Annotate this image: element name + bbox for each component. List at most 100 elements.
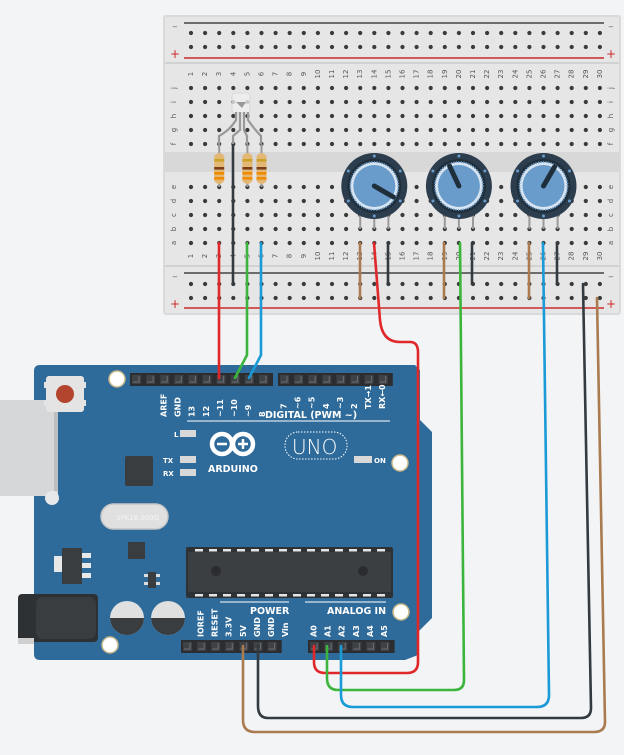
breadboard-hole[interactable] [569, 113, 574, 119]
breadboard-hole[interactable] [344, 99, 349, 105]
breadboard-hole[interactable] [485, 127, 490, 133]
breadboard-hole[interactable] [541, 141, 546, 147]
rail-hole[interactable] [372, 44, 377, 50]
breadboard-hole[interactable] [541, 113, 546, 119]
breadboard-hole[interactable] [188, 113, 194, 119]
rail-hole[interactable] [273, 295, 278, 301]
rail-hole[interactable] [344, 30, 349, 36]
breadboard-hole[interactable] [428, 226, 433, 232]
breadboard-hole[interactable] [344, 141, 349, 147]
rail-hole[interactable] [428, 281, 433, 287]
breadboard-hole[interactable] [569, 99, 574, 105]
breadboard-hole[interactable] [386, 99, 391, 105]
breadboard-hole[interactable] [329, 198, 335, 204]
breadboard-hole[interactable] [414, 85, 419, 91]
breadboard-hole[interactable] [315, 127, 320, 133]
breadboard-hole[interactable] [287, 184, 292, 190]
header-pin[interactable] [146, 375, 156, 384]
breadboard-hole[interactable] [203, 212, 208, 218]
header-pin[interactable] [230, 375, 240, 384]
breadboard-hole[interactable] [273, 226, 278, 232]
breadboard-hole[interactable] [301, 85, 306, 91]
breadboard-hole[interactable] [203, 127, 208, 133]
breadboard-hole[interactable] [287, 85, 292, 91]
rail-hole[interactable] [541, 44, 546, 50]
rail-hole[interactable] [315, 30, 320, 36]
header-pin[interactable] [197, 642, 207, 651]
rail-hole[interactable] [400, 295, 405, 301]
breadboard-hole[interactable] [428, 212, 433, 218]
breadboard-hole[interactable] [188, 198, 194, 204]
breadboard-hole[interactable] [499, 127, 504, 133]
breadboard-hole[interactable] [273, 141, 278, 147]
breadboard-hole[interactable] [329, 99, 335, 105]
breadboard-hole[interactable] [499, 212, 504, 218]
breadboard-hole[interactable] [583, 113, 588, 119]
rail-hole[interactable] [259, 44, 264, 50]
breadboard-hole[interactable] [358, 85, 363, 91]
breadboard-hole[interactable] [597, 127, 603, 133]
wire-green-A1[interactable] [325, 241, 466, 692]
rail-hole[interactable] [301, 295, 306, 301]
rail-hole[interactable] [386, 44, 391, 50]
breadboard-hole[interactable] [470, 127, 476, 133]
rail-hole[interactable] [329, 295, 335, 301]
breadboard-hole[interactable] [315, 212, 320, 218]
breadboard-hole[interactable] [188, 99, 194, 105]
resistor[interactable] [242, 144, 253, 187]
breadboard-hole[interactable] [329, 85, 335, 91]
rail-hole[interactable] [428, 295, 433, 301]
rail-hole[interactable] [414, 30, 419, 36]
header-pin[interactable] [352, 642, 362, 651]
breadboard-hole[interactable] [400, 127, 405, 133]
header-pin[interactable] [350, 375, 360, 384]
breadboard-hole[interactable] [597, 85, 603, 91]
breadboard-hole[interactable] [273, 85, 278, 91]
breadboard-hole[interactable] [315, 85, 320, 91]
rail-hole[interactable] [329, 30, 335, 36]
breadboard-hole[interactable] [527, 127, 532, 133]
rail-hole[interactable] [188, 281, 194, 287]
breadboard-hole[interactable] [499, 240, 504, 246]
breadboard-hole[interactable] [217, 198, 222, 204]
breadboard-hole[interactable] [203, 198, 208, 204]
rail-hole[interactable] [499, 281, 504, 287]
analog-header[interactable] [308, 640, 395, 653]
breadboard-hole[interactable] [287, 113, 292, 119]
breadboard-hole[interactable] [569, 141, 574, 147]
breadboard-hole[interactable] [513, 127, 518, 133]
header-pin[interactable] [216, 375, 226, 384]
breadboard-hole[interactable] [372, 85, 377, 91]
breadboard-hole[interactable] [372, 127, 377, 133]
header-pin[interactable] [258, 375, 268, 384]
potentiometer[interactable] [510, 153, 577, 229]
rail-hole[interactable] [597, 295, 603, 301]
rail-hole[interactable] [386, 295, 391, 301]
breadboard-hole[interactable] [470, 99, 476, 105]
breadboard-hole[interactable] [287, 212, 292, 218]
rail-hole[interactable] [287, 295, 292, 301]
rail-hole[interactable] [555, 44, 560, 50]
rail-hole[interactable] [456, 44, 461, 50]
rail-hole[interactable] [358, 44, 363, 50]
breadboard-hole[interactable] [259, 85, 264, 91]
header-pin[interactable] [380, 642, 390, 651]
breadboard-hole[interactable] [414, 212, 419, 218]
breadboard-hole[interactable] [400, 99, 405, 105]
rail-hole[interactable] [188, 295, 194, 301]
wire-red-A0[interactable] [312, 241, 420, 675]
breadboard-hole[interactable] [499, 85, 504, 91]
breadboard-hole[interactable] [315, 99, 320, 105]
header-pin[interactable] [322, 375, 332, 384]
breadboard-hole[interactable] [329, 127, 335, 133]
breadboard-hole[interactable] [428, 127, 433, 133]
rail-hole[interactable] [499, 30, 504, 36]
breadboard-hole[interactable] [555, 113, 560, 119]
header-pin[interactable] [280, 375, 289, 384]
rail-hole[interactable] [203, 281, 208, 287]
breadboard-hole[interactable] [386, 127, 391, 133]
header-pin[interactable] [267, 642, 277, 651]
breadboard-hole[interactable] [527, 113, 532, 119]
breadboard-hole[interactable] [358, 141, 363, 147]
